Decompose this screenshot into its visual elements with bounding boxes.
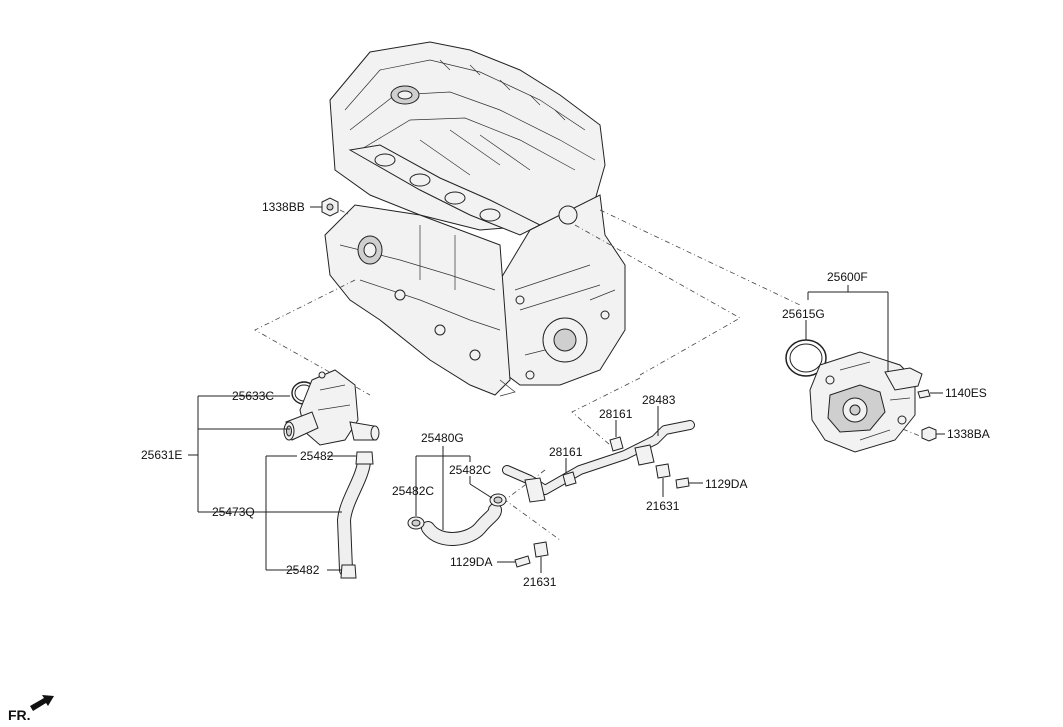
label-25631e: 25631E (141, 448, 182, 462)
pipe-28483 (502, 420, 703, 568)
label-25482-top: 25482 (300, 449, 334, 463)
engine-block (324, 41, 626, 397)
label-1338ba: 1338BA (947, 427, 990, 441)
label-21631-left: 21631 (523, 575, 557, 589)
water-pump-25600f (785, 285, 945, 453)
front-label: FR. (8, 707, 31, 723)
label-25473q: 25473Q (212, 505, 255, 519)
front-arrow-icon (30, 695, 54, 711)
label-25482c-left: 25482C (392, 484, 434, 498)
label-25633c: 25633C (232, 389, 274, 403)
hose-25480g (407, 493, 507, 546)
label-25480g: 25480G (421, 431, 464, 445)
label-25482c-right: 25482C (449, 463, 491, 477)
front-direction-indicator: FR. (8, 695, 54, 723)
label-1129da-right: 1129DA (705, 477, 747, 491)
label-1140es: 1140ES (945, 386, 987, 400)
part-labels: 1338BB 25600F 25615G 1140ES 1338BA 25633… (141, 200, 990, 589)
label-25600f: 25600F (827, 270, 868, 284)
thermostat-housing-25631e (283, 369, 380, 446)
label-28161-mid: 28161 (549, 445, 583, 459)
label-1338bb: 1338BB (262, 200, 305, 214)
label-25615g: 25615G (782, 307, 825, 321)
label-25482-bottom: 25482 (286, 563, 320, 577)
leader-lines (188, 395, 664, 573)
label-28483: 28483 (642, 393, 676, 407)
nut-1338bb (310, 197, 339, 217)
label-1129da-left: 1129DA (450, 555, 492, 569)
hose-25473q (337, 451, 374, 579)
label-21631-right: 21631 (646, 499, 680, 513)
label-28161-top: 28161 (599, 407, 633, 421)
